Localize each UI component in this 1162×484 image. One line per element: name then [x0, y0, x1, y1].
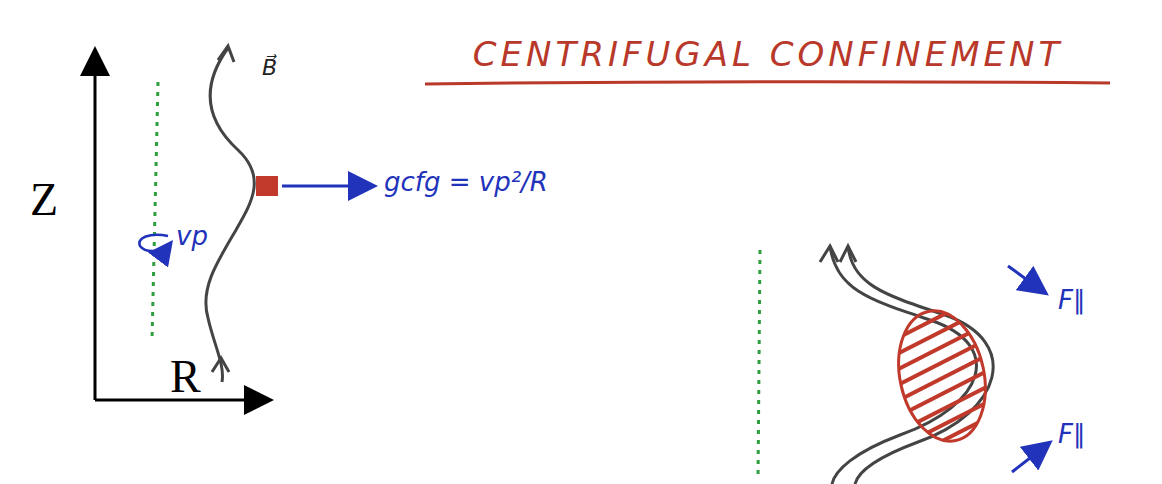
force-arrow [1008, 266, 1044, 292]
force-arrow [282, 185, 372, 188]
axis-label: Z [30, 175, 58, 226]
plasma-parcel [256, 176, 278, 196]
velocity-label: vp [176, 222, 208, 251]
field-arrowhead [820, 246, 838, 262]
trapped-plasma [887, 303, 997, 450]
field-label: B⃗ [262, 56, 277, 80]
field-arrowhead [840, 246, 856, 262]
field-arrowhead [212, 358, 229, 372]
rotation-axis [152, 82, 158, 340]
equation: gcfg = vp²/R [384, 168, 548, 197]
rotation-axis [758, 250, 760, 480]
title: CENTRIFUGAL CONFINEMENT [473, 36, 1063, 73]
field-arrowhead [218, 46, 234, 62]
force-arrow [1012, 444, 1048, 472]
rotation-arrow [139, 235, 170, 251]
axis-label: R [170, 352, 201, 403]
field-line [206, 48, 254, 382]
force-label: F∥ [1058, 420, 1086, 449]
title-underline [425, 82, 1110, 84]
force-label: F∥ [1058, 286, 1086, 315]
z-axis [94, 52, 97, 400]
